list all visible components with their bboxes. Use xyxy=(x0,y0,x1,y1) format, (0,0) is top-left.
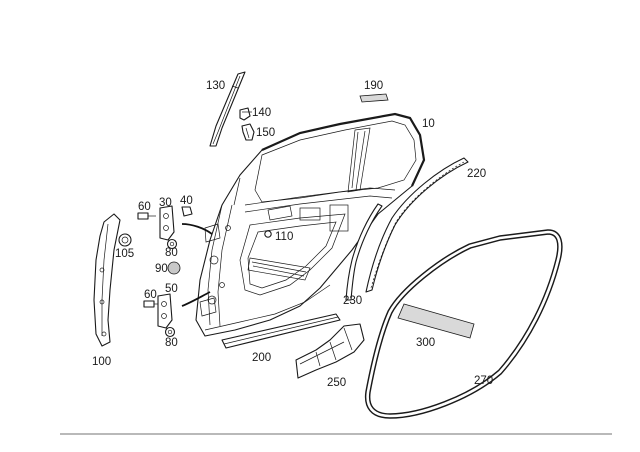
bolt-110[interactable] xyxy=(264,230,272,238)
callout-40: 40 xyxy=(180,195,193,207)
clip-150[interactable] xyxy=(241,123,255,141)
door-shell-part[interactable] xyxy=(195,112,426,337)
washer-80-lower[interactable] xyxy=(164,326,176,338)
callout-220: 220 xyxy=(467,168,486,180)
sill-trim-250[interactable] xyxy=(295,323,365,379)
callout-105: 105 xyxy=(115,248,134,260)
window-trim-130[interactable] xyxy=(209,71,246,147)
callout-300: 300 xyxy=(416,337,435,349)
callout-200: 200 xyxy=(252,352,271,364)
callout-30: 30 xyxy=(159,197,172,209)
hinge-50[interactable] xyxy=(157,293,173,329)
assembly-arrow-lower xyxy=(181,291,211,307)
trim-strip-230[interactable] xyxy=(345,203,383,301)
callout-130: 130 xyxy=(206,80,225,92)
grommet-90[interactable] xyxy=(167,261,181,275)
callout-90: 90 xyxy=(155,263,168,275)
moulding-200[interactable] xyxy=(221,313,341,349)
callout-100: 100 xyxy=(92,356,111,368)
assembly-arrow-upper xyxy=(181,223,213,235)
callout-80-lower: 80 xyxy=(165,337,178,349)
callout-270: 270 xyxy=(474,375,493,387)
callout-10: 10 xyxy=(422,118,435,130)
callout-110: 110 xyxy=(275,231,293,243)
hinge-30[interactable] xyxy=(159,205,175,241)
nut-40[interactable] xyxy=(181,206,193,217)
callout-190: 190 xyxy=(364,80,383,92)
door-seal-270[interactable] xyxy=(364,229,563,419)
bolt-60-upper[interactable] xyxy=(137,212,156,220)
callout-250: 250 xyxy=(327,377,346,389)
washer-80-upper[interactable] xyxy=(166,238,178,250)
clip-140[interactable] xyxy=(239,107,251,121)
callout-230: 230 xyxy=(343,295,362,307)
callout-60-upper: 60 xyxy=(138,201,151,213)
callout-50: 50 xyxy=(165,283,178,295)
callout-80-upper: 80 xyxy=(165,247,178,259)
callout-150: 150 xyxy=(256,127,275,139)
trim-100[interactable] xyxy=(93,213,121,347)
callout-140: 140 xyxy=(252,107,271,119)
callout-60-lower: 60 xyxy=(144,289,157,301)
grommet-105[interactable] xyxy=(118,233,132,247)
label-190[interactable] xyxy=(359,93,389,103)
weatherstrip-220[interactable] xyxy=(365,157,469,293)
foil-300[interactable] xyxy=(397,303,475,339)
leader-130 xyxy=(231,85,239,89)
